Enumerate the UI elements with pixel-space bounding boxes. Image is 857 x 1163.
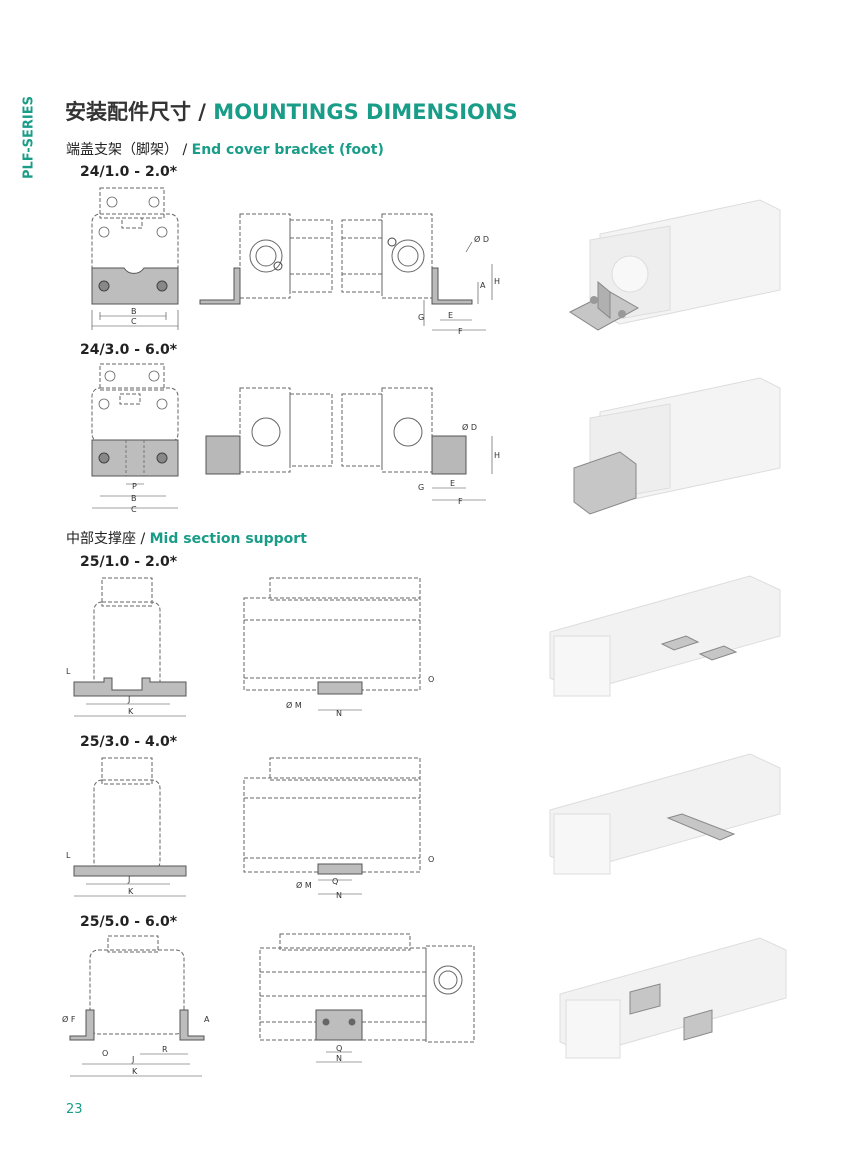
iso-view-end-block — [560, 368, 790, 518]
dim-Q: Q — [332, 877, 338, 886]
dim-M: Ø M — [286, 700, 302, 710]
model-label-3: 25/1.0 - 2.0* — [80, 554, 178, 570]
drawing-front-view-1: B C — [88, 187, 188, 333]
page-title-en: MOUNTINGS DIMENSIONS — [213, 100, 518, 124]
section-title-mid-support: 中部支撑座 / Mid section support — [66, 531, 307, 547]
dim-O2: O — [428, 855, 434, 864]
drawing-side-view-2: Ø D H E F G — [196, 386, 506, 511]
drawing-front-view-3: J K L — [66, 577, 196, 723]
dim-A: A — [480, 281, 486, 290]
page-title: 安装配件尺寸 / MOUNTINGS DIMENSIONS — [65, 100, 518, 124]
page-number: 23 — [66, 1102, 83, 1117]
dim-K3: K — [132, 1067, 138, 1076]
dim-J: J — [127, 695, 130, 704]
drawing-side-view-5: Q N — [256, 932, 486, 1077]
drawing-front-view-2: P B C — [88, 363, 188, 514]
dim-G2: G — [418, 483, 424, 492]
iso-view-mid-support-3 — [559, 922, 790, 1072]
dim-O: O — [428, 675, 434, 684]
dim-A3: A — [204, 1015, 210, 1024]
dim-K2: K — [128, 887, 134, 896]
iso-view-mid-support-2 — [549, 744, 785, 894]
dim-D: Ø D — [474, 234, 489, 244]
series-tag: PLF-SERIES — [21, 95, 37, 180]
dim-N: N — [336, 709, 342, 718]
dim-H2: H — [494, 451, 500, 460]
drawing-side-view-3: Ø M N O — [240, 577, 440, 723]
dim-B: B — [131, 307, 137, 316]
dim-O3: O — [102, 1049, 108, 1058]
dim-K: K — [128, 707, 134, 716]
dim-M2: Ø M — [296, 880, 312, 890]
model-label-4: 25/3.0 - 4.0* — [80, 734, 178, 750]
page-title-cn: 安装配件尺寸 — [65, 100, 191, 124]
dim-H: H — [494, 277, 500, 286]
dim-Q2: Q — [336, 1044, 342, 1053]
dim-P: P — [132, 482, 137, 491]
dim-J3: J — [131, 1055, 134, 1064]
drawing-side-view-4: Ø M Q N O — [240, 757, 440, 903]
dim-OF: Ø F — [62, 1014, 76, 1024]
dim-L: L — [66, 667, 71, 676]
dim-B2: B — [131, 494, 137, 503]
dim-L2: L — [66, 851, 71, 860]
model-label-5: 25/5.0 - 6.0* — [80, 914, 178, 930]
dim-R: R — [162, 1045, 168, 1054]
dim-F2: F — [458, 497, 463, 506]
section-title-end-cover: 端盖支架（脚架） / End cover bracket (foot) — [66, 142, 384, 158]
dim-F: F — [458, 327, 463, 336]
dim-J2: J — [127, 875, 130, 884]
dim-D2: Ø D — [462, 422, 477, 432]
dim-E2: E — [450, 479, 455, 488]
drawing-side-view-1: Ø D H A E F G — [196, 212, 506, 342]
iso-view-mid-support-1 — [549, 566, 785, 716]
dim-G: G — [418, 313, 424, 322]
model-label-2: 24/3.0 - 6.0* — [80, 342, 178, 358]
dim-C: C — [131, 317, 137, 326]
dim-C2: C — [131, 505, 137, 514]
dim-N3: N — [336, 1054, 342, 1063]
drawing-front-view-5: Ø F A R J K O — [62, 935, 212, 1086]
drawing-front-view-4: J K L — [66, 757, 196, 903]
dim-E: E — [448, 311, 453, 320]
dim-N2: N — [336, 891, 342, 900]
iso-view-foot-bracket — [560, 190, 790, 350]
model-label-1: 24/1.0 - 2.0* — [80, 164, 178, 180]
